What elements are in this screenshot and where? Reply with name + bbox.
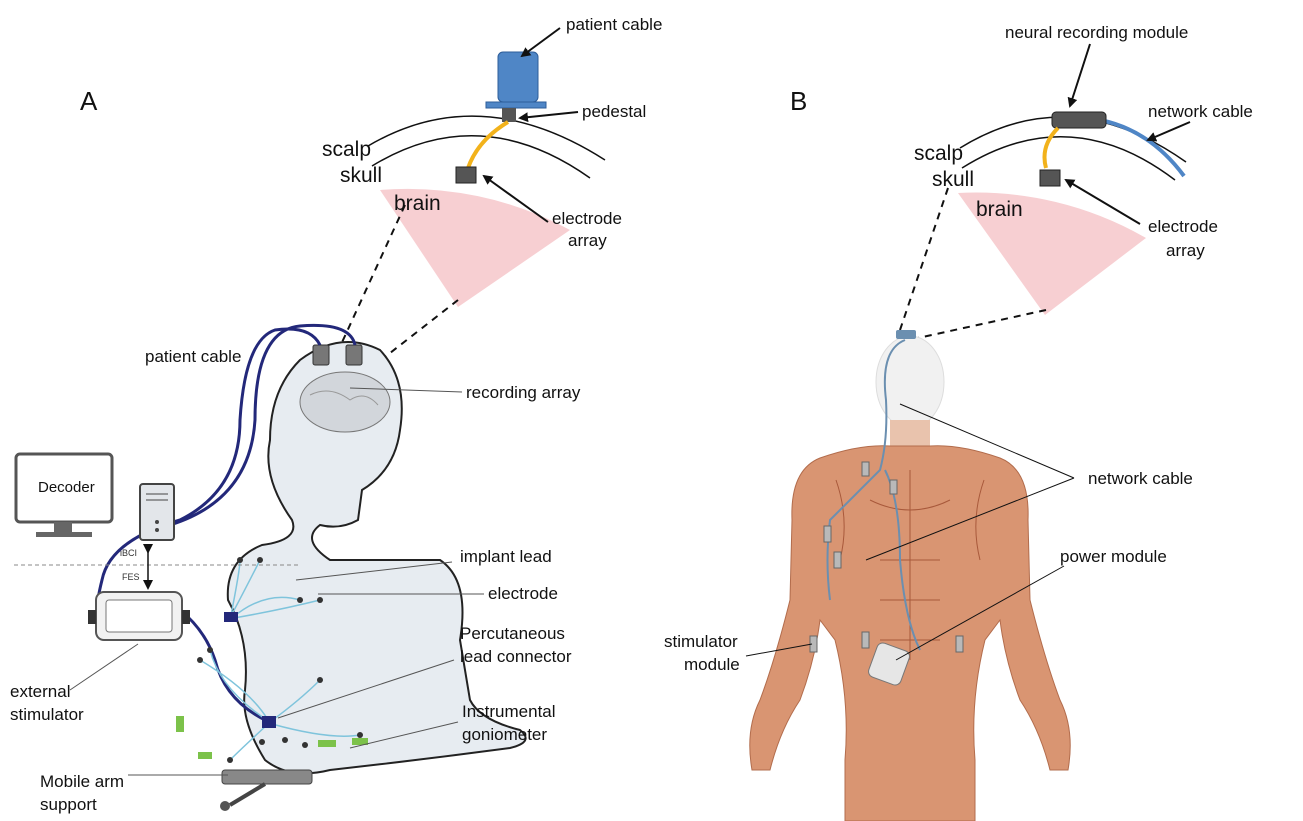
label-fes: FES xyxy=(122,572,140,582)
label-skull-a: skull xyxy=(340,164,382,187)
electrode-array-icon-b xyxy=(1040,170,1060,186)
label-ibci: iBCI xyxy=(120,548,137,558)
label-mobile-arm: Mobile arm xyxy=(40,772,124,791)
label-scalp-a: scalp xyxy=(322,138,371,161)
label-skull-b: skull xyxy=(932,168,974,191)
label-stimulator: stimulator xyxy=(10,705,84,724)
arrow-pedestal xyxy=(520,112,578,118)
label-implant-lead: implant lead xyxy=(460,547,552,566)
panel-a-body: Decoder iBCI FES pa xyxy=(10,325,581,814)
label-network-cable-body: network cable xyxy=(1088,469,1193,488)
label-array-a: array xyxy=(568,231,607,250)
panel-b-inset: neural recording module network cable sc… xyxy=(900,23,1253,338)
neural-module-body-icon xyxy=(896,330,916,339)
label-electrode-a: electrode xyxy=(552,209,622,228)
stimulator-right-port xyxy=(182,610,190,624)
label-recording-array: recording array xyxy=(466,383,581,402)
gold-wire-b xyxy=(1045,128,1059,168)
stimulator-screen xyxy=(106,600,172,632)
panel-a-letter: A xyxy=(80,86,98,116)
panel-a-inset: patient cable pedestal scalp skull brain… xyxy=(322,15,662,378)
pedestal-icon xyxy=(502,108,516,122)
panel-b-letter: B xyxy=(790,86,807,116)
panel-b: B neural recording module network cable … xyxy=(664,23,1253,821)
label-instrumental-1: Instrumental xyxy=(462,702,556,721)
zoom-line-left-a xyxy=(333,205,405,362)
brain-illustration xyxy=(300,372,390,432)
network-cable-inset xyxy=(1100,120,1184,176)
label-array-b: array xyxy=(1166,241,1205,260)
right-pedestal-icon xyxy=(346,345,362,365)
electrode-array-icon xyxy=(456,167,476,183)
tower-dot-1 xyxy=(155,520,159,524)
label-scalp-b: scalp xyxy=(914,142,963,165)
arrow-patient-cable xyxy=(522,28,560,56)
neck-b xyxy=(890,420,930,448)
arm-support-stand xyxy=(230,784,265,805)
label-decoder: Decoder xyxy=(38,479,95,496)
tower-dot-2 xyxy=(155,528,159,532)
monitor-base xyxy=(36,532,92,537)
panel-a: A patient cable pedestal scalp skull bra… xyxy=(10,15,662,814)
label-pedestal: pedestal xyxy=(582,102,646,121)
label-power-module: power module xyxy=(1060,547,1167,566)
label-percutaneous-1: Percutaneous xyxy=(460,624,565,643)
leader-external-stimulator xyxy=(70,644,138,690)
monitor-stand xyxy=(54,522,72,532)
label-brain-a: brain xyxy=(394,192,441,215)
label-support: support xyxy=(40,795,97,814)
label-instrumental-2: goniometer xyxy=(462,725,547,744)
label-patient-cable-body: patient cable xyxy=(145,347,241,366)
zoom-line-left-b xyxy=(900,188,948,330)
panel-b-body: network cable power module stimulator mo… xyxy=(664,330,1193,821)
pedestal-flange-icon xyxy=(486,102,546,108)
label-percutaneous-2: lead connector xyxy=(460,647,572,666)
left-pedestal-icon xyxy=(313,345,329,365)
zoom-line-right-b xyxy=(918,310,1046,338)
label-external: external xyxy=(10,682,70,701)
stimulator-left-port xyxy=(88,610,96,624)
label-patient-cable-inset: patient cable xyxy=(566,15,662,34)
skull-arc-b xyxy=(962,137,1175,180)
label-brain-b: brain xyxy=(976,198,1023,221)
label-stimulator-module-1: stimulator xyxy=(664,632,738,651)
label-network-cable-inset: network cable xyxy=(1148,102,1253,121)
arrow-network-cable xyxy=(1148,122,1190,140)
neural-recording-module-icon xyxy=(1052,112,1106,128)
label-neural-recording-module: neural recording module xyxy=(1005,23,1188,42)
label-electrode-b: electrode xyxy=(1148,217,1218,236)
label-stimulator-module-2: module xyxy=(684,655,740,674)
gold-wire xyxy=(468,122,508,168)
label-electrode-body: electrode xyxy=(488,584,558,603)
patient-cable-connector-icon xyxy=(498,52,538,102)
arrow-neural-module xyxy=(1070,44,1090,106)
shoulder-lead-connector-icon xyxy=(224,612,238,622)
mobile-arm-support-icon xyxy=(222,770,312,784)
percutaneous-connector-icon xyxy=(262,716,276,728)
arm-support-joint-icon xyxy=(220,801,230,811)
